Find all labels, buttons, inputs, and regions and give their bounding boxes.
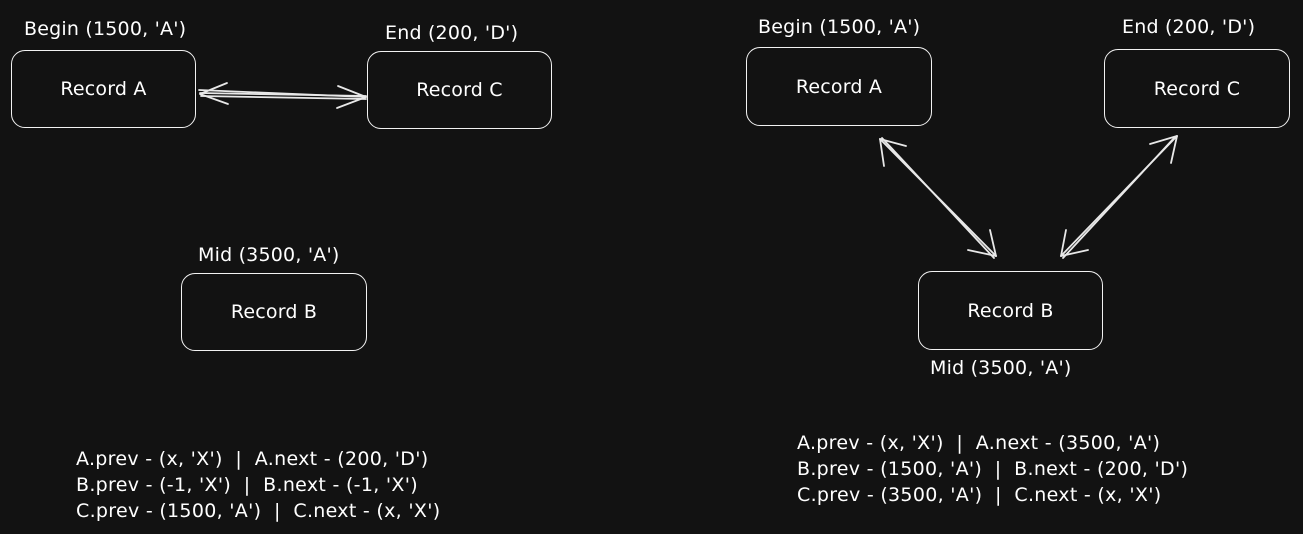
left-note-c: C.prev - (1500, 'A') | C.next - (x, 'X') [76, 500, 441, 522]
right-record-b-box: Record B [918, 271, 1103, 350]
left-record-b-label: Record B [230, 301, 318, 323]
right-note-c: C.prev - (3500, 'A') | C.next - (x, 'X') [797, 484, 1162, 506]
left-record-a-tag: Begin (1500, 'A') [24, 18, 187, 40]
right-record-a-label: Record A [795, 75, 883, 98]
right-record-c-tag: End (200, 'D') [1122, 16, 1256, 38]
left-record-c-tag: End (200, 'D') [385, 22, 519, 44]
left-record-a-label: Record A [60, 78, 147, 100]
right-record-b-tag: Mid (3500, 'A') [930, 357, 1072, 379]
left-record-b-tag: Mid (3500, 'A') [198, 244, 340, 266]
right-pointer-notes: A.prev - (x, 'X') | A.next - (3500, 'A')… [797, 430, 1188, 508]
left-pointer-notes: A.prev - (x, 'X') | A.next - (200, 'D') … [76, 446, 440, 524]
left-record-c-label: Record C [416, 79, 503, 101]
left-note-b: B.prev - (-1, 'X') | B.next - (-1, 'X') [76, 474, 418, 496]
right-record-c-box: Record C [1104, 49, 1290, 128]
arrow-right-c-to-b [1060, 135, 1178, 259]
left-record-c-box: Record C [367, 51, 552, 129]
left-note-a: A.prev - (x, 'X') | A.next - (200, 'D') [76, 448, 429, 470]
right-note-b: B.prev - (1500, 'A') | B.next - (200, 'D… [797, 458, 1189, 480]
right-record-a-box: Record A [746, 47, 932, 126]
right-record-a-tag: Begin (1500, 'A') [758, 16, 921, 38]
right-record-b-label: Record B [967, 299, 1054, 322]
arrow-left-a-to-c [198, 82, 367, 109]
left-record-b-box: Record B [181, 273, 367, 351]
left-record-a-box: Record A [11, 50, 196, 128]
right-record-c-label: Record C [1153, 77, 1241, 100]
right-note-a: A.prev - (x, 'X') | A.next - (3500, 'A') [797, 432, 1161, 454]
arrow-right-a-to-b [879, 137, 997, 259]
